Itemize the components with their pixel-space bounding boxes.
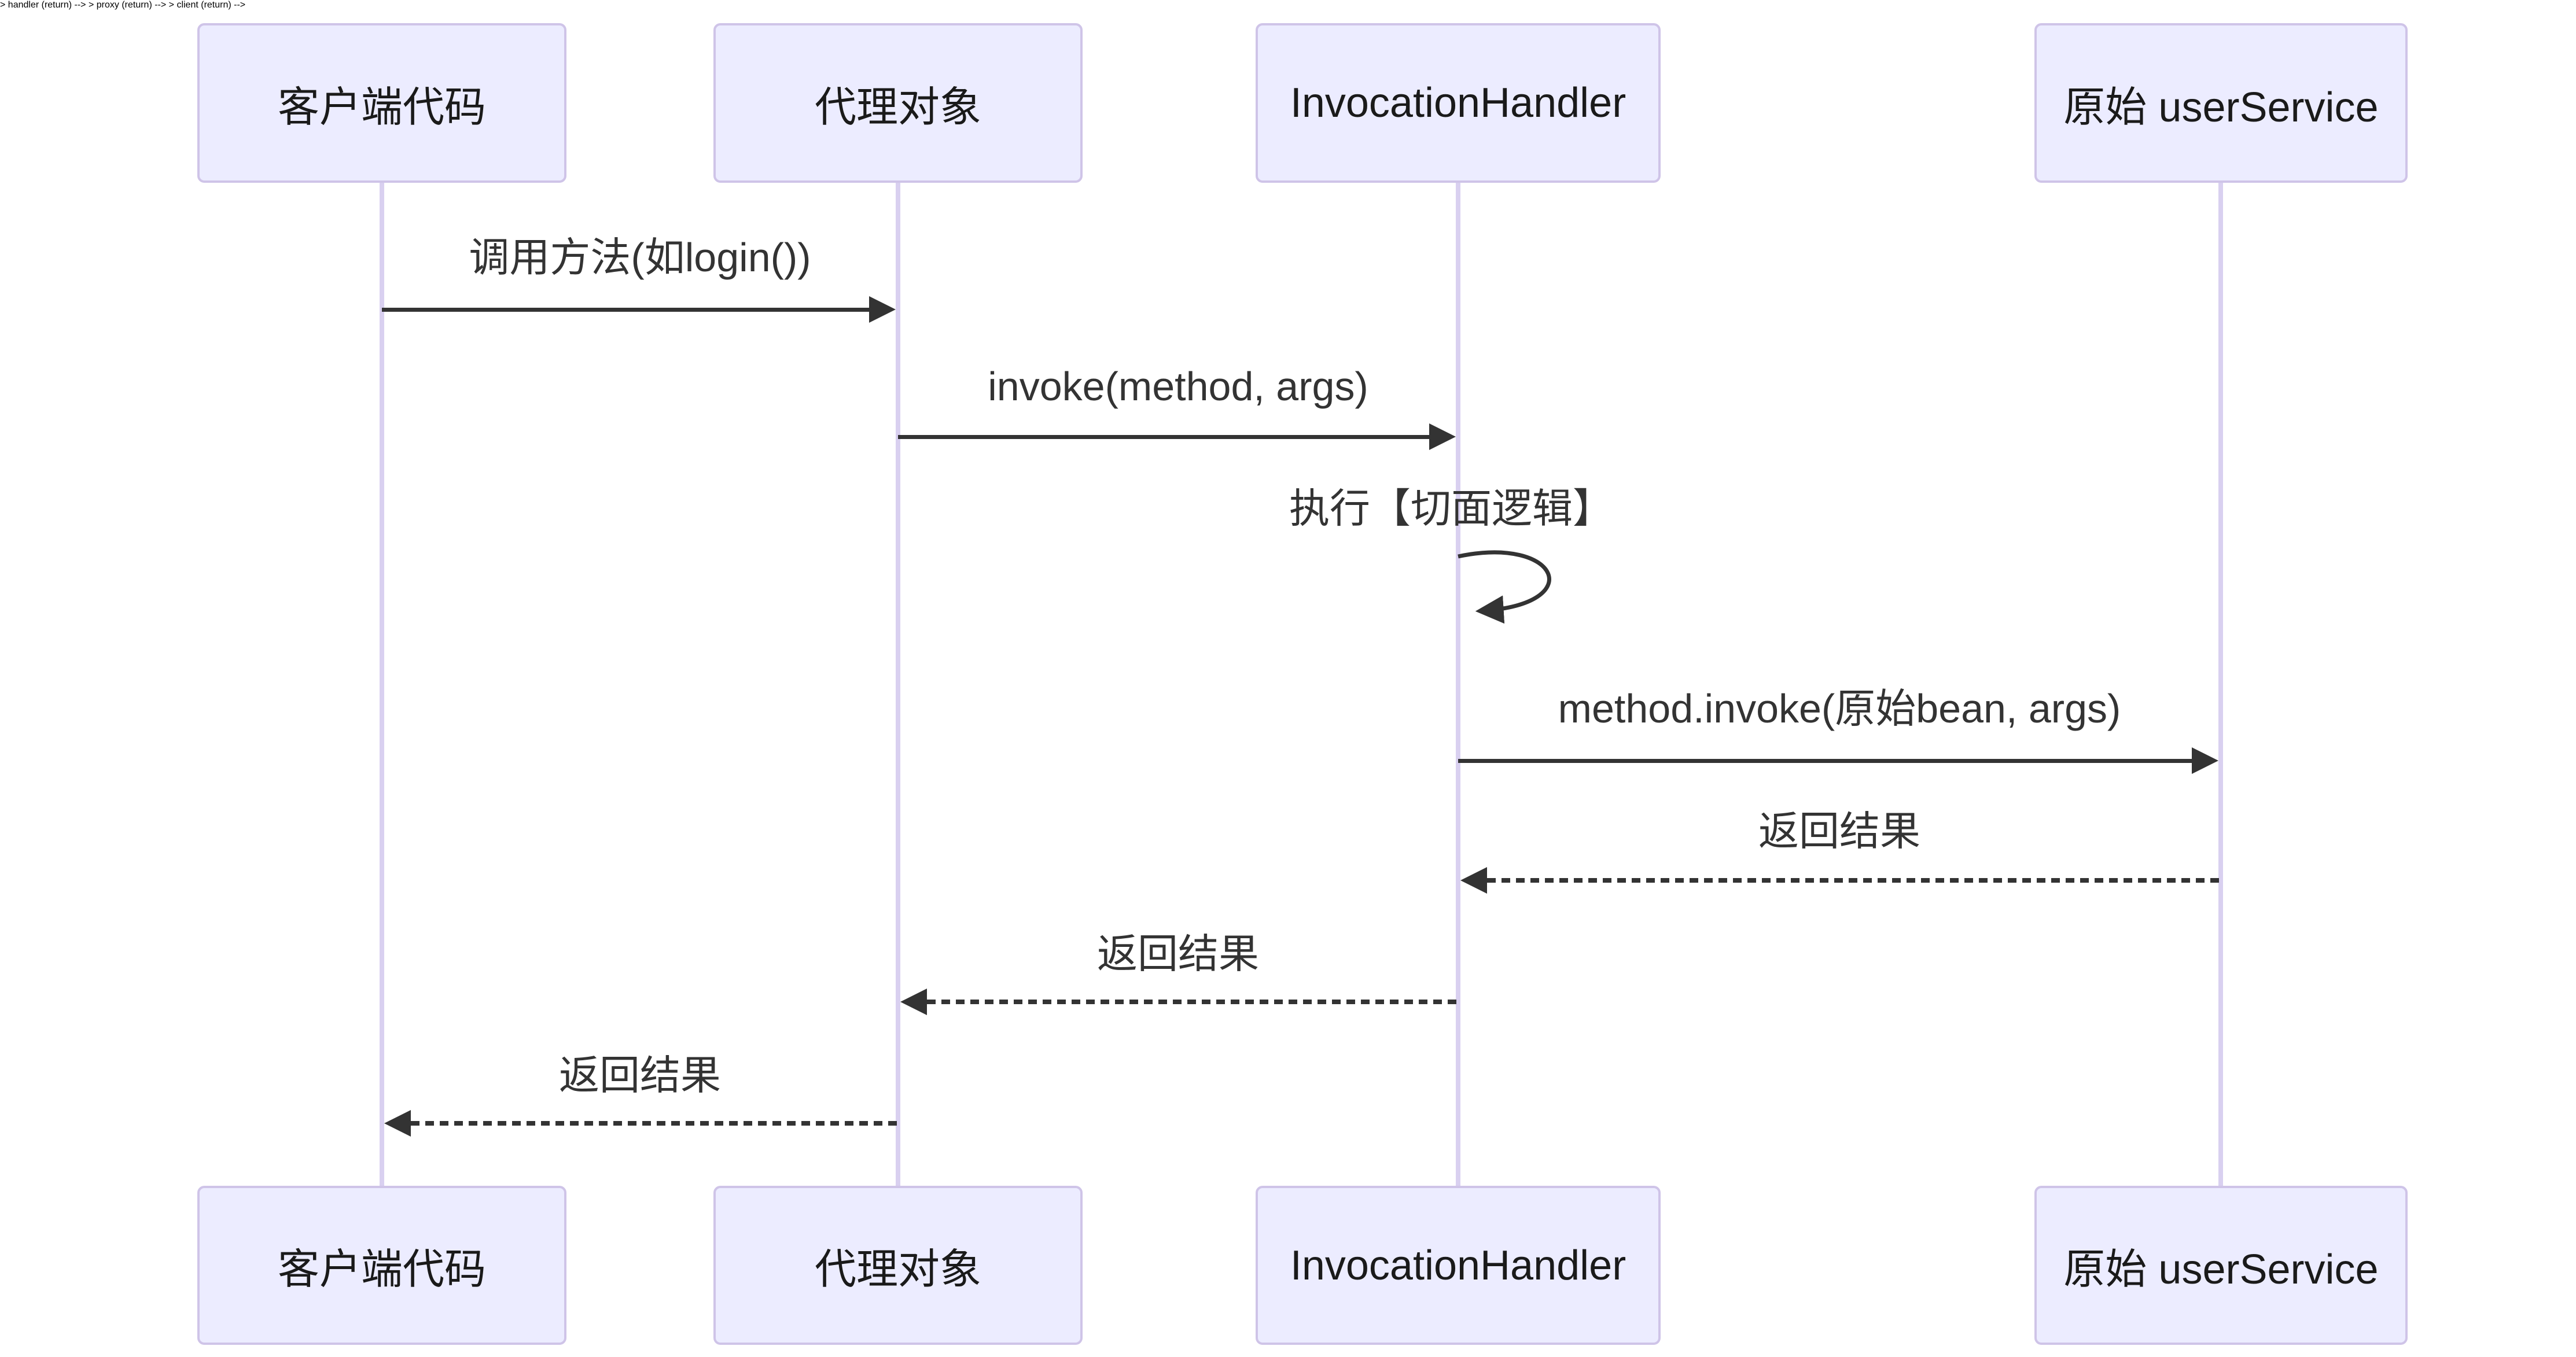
message-line-6 [927,1000,1458,1004]
message-line-2 [898,435,1433,439]
lifeline-handler [1456,183,1460,1186]
actor-label: InvocationHandler [1290,80,1626,126]
arrowhead-right-icon [869,296,896,323]
actor-label: 代理对象 [814,84,981,131]
actor-label: 客户端代码 [277,84,486,131]
message-label-6: 返回结果 [1097,931,1259,976]
self-loop-path [1458,550,1551,624]
message-line-1 [382,308,873,312]
actor-bottom-handler: InvocationHandler [1256,1186,1661,1345]
lifeline-target [2218,183,2223,1186]
arrowhead-left-icon [1460,867,1487,894]
message-label-7: 返回结果 [559,1053,721,1098]
actor-label: 原始 userService [2063,84,2379,131]
lifeline-client [380,183,384,1186]
message-line-4 [1458,759,2195,763]
actor-bottom-target: 原始 userService [2034,1186,2408,1345]
actor-bottom-client: 客户端代码 [197,1186,566,1345]
message-label-3: 执行【切面逻辑】 [1289,486,1613,531]
lifeline-proxy [896,183,900,1186]
actor-top-handler: InvocationHandler [1256,23,1661,183]
message-label-1: 调用方法(如login()) [469,235,811,280]
actor-label: 代理对象 [814,1247,981,1293]
arrowhead-left-icon [900,989,927,1015]
message-line-5 [1487,878,2221,883]
arrowhead-left-icon [384,1110,411,1137]
actor-label: 原始 userService [2063,1247,2379,1293]
message-label-2: invoke(method, args) [988,364,1368,409]
actor-bottom-proxy: 代理对象 [713,1186,1083,1345]
actor-top-target: 原始 userService [2034,23,2408,183]
message-line-7 [411,1121,898,1126]
actor-top-client: 客户端代码 [197,23,566,183]
self-loop-arrow [1458,550,1551,624]
arrowhead-right-icon [2192,747,2218,774]
arrowhead-right-icon [1429,423,1456,450]
message-label-5: 返回结果 [1758,809,1920,854]
message-label-4: method.invoke(原始bean, args) [1558,686,2121,731]
actor-label: 客户端代码 [277,1247,486,1293]
actor-label: InvocationHandler [1290,1242,1626,1289]
actor-top-proxy: 代理对象 [713,23,1083,183]
